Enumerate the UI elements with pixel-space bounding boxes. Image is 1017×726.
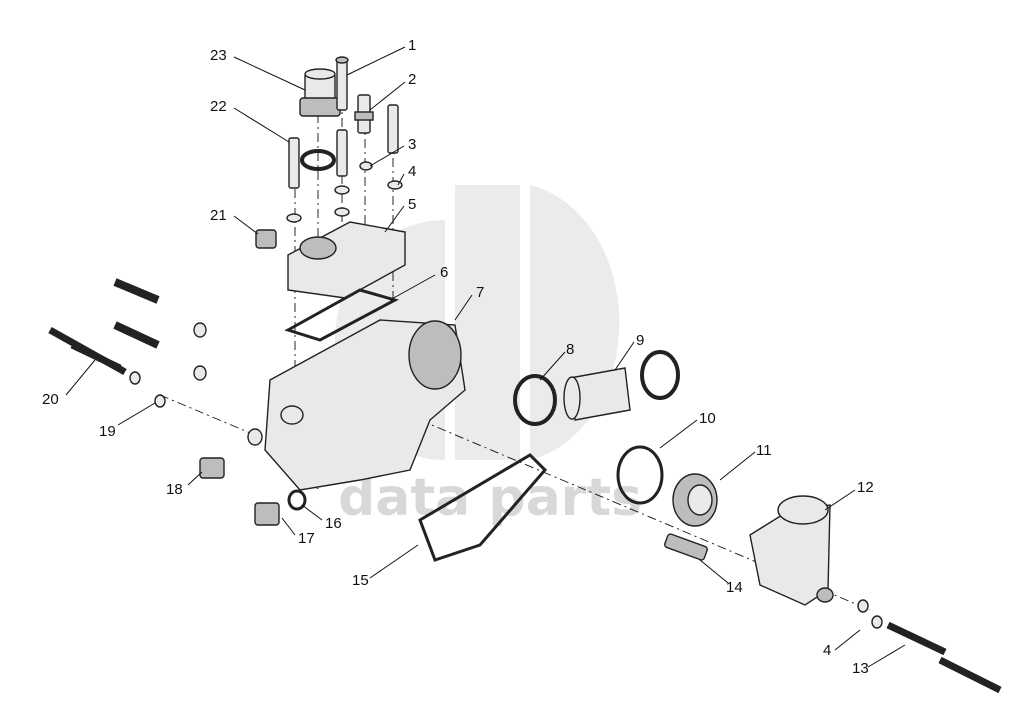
coolant-outlet-12 [749,495,834,606]
callout-11: 11 [756,442,772,459]
drain-plug-18 [199,457,225,479]
callout-6: 6 [440,264,448,281]
hose-clamp-8 [513,374,557,426]
callout-4: 4 [408,163,416,180]
thermostat-cover [287,221,406,299]
plug-21 [255,229,277,249]
callout-21: 21 [210,207,227,224]
callout-3: 3 [408,136,416,153]
gasket-15 [418,453,548,562]
callout-18: 18 [166,481,183,498]
hose-clamp-9b [640,350,680,400]
callout-23: 23 [210,47,227,64]
callout-5: 5 [408,196,416,213]
callout-14: 14 [726,579,743,596]
callout-1: 1 [408,37,416,54]
seal-ring-16 [287,489,307,511]
bolt-13b [938,656,1002,694]
leader-lines [65,46,906,668]
washer-4-right [857,599,869,613]
gasket-6 [284,288,399,342]
callout-20: 20 [42,391,59,408]
callout-12: 12 [857,479,874,496]
callout-10: 10 [699,410,716,427]
callout-16: 16 [325,515,342,532]
callout-labels: 1 2 3 4 5 6 7 8 9 10 11 12 13 14 15 16 1… [42,37,874,677]
thermostat-11 [672,473,718,527]
callout-17: 17 [298,530,315,547]
callout-2: 2 [408,71,416,88]
washers-top [286,161,403,223]
callout-8: 8 [566,341,574,358]
callout-22: 22 [210,98,227,115]
washers-left [129,322,263,446]
o-ring-top [300,149,336,171]
callout-13: 13 [852,660,869,677]
bolt-13a [886,621,947,656]
connector-fitting [299,68,341,117]
fitting-17 [254,502,280,526]
bolt-set [288,104,399,189]
hose-9 [563,367,631,421]
callout-9: 9 [636,332,644,349]
callout-4-right: 4 [823,642,831,659]
seal-ring-10 [616,445,664,505]
callout-19: 19 [99,423,116,440]
bolt-1 [335,56,349,111]
bolts-left [48,278,160,376]
callout-7: 7 [476,284,484,301]
sensor-stud [354,94,374,134]
callout-15: 15 [352,572,369,589]
temp-sensor-14 [664,533,708,561]
washer-4-right-b [871,615,883,629]
main-housing [264,319,466,491]
